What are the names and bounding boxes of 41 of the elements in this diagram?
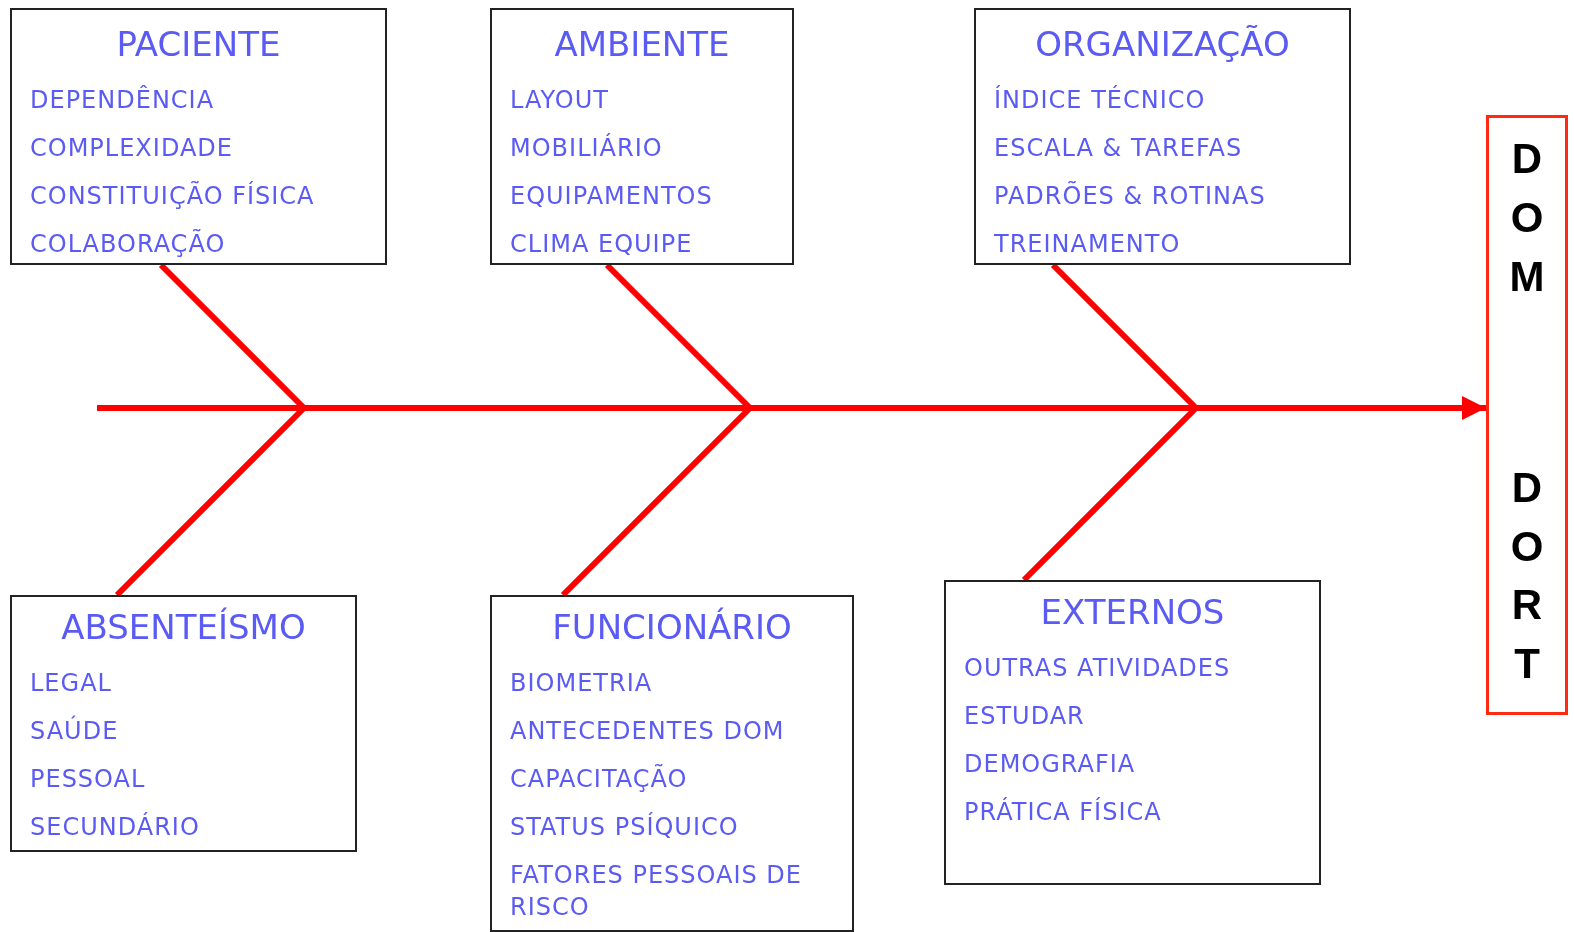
cause-item: ESCALA & TAREFAS [994,133,1244,164]
category-box [944,580,1321,885]
cause-item: LEGAL [30,668,113,699]
category-box [10,8,387,265]
cause-item: DEMOGRAFIA [964,749,1137,780]
spine-arrow [97,396,1486,420]
cause-item: TREINAMENTO [994,229,1182,260]
cause-item: LAYOUT [510,85,610,116]
cause-item: EQUIPAMENTOS [510,181,714,212]
effect-label: DORT [1509,462,1545,690]
category-box [974,8,1351,265]
cause-item: SECUNDÁRIO [30,811,201,843]
cause-item: BIOMETRIA [510,668,654,699]
cause-item: COLABORAÇÃO [30,228,227,260]
cause-item: PADRÕES & ROTINAS [994,180,1267,212]
category-title: FUNCIONÁRIO [551,607,793,647]
category-title: EXTERNOS [1039,592,1226,632]
cause-item: CONSTITUIÇÃO FÍSICA [30,180,316,212]
cause-item: COMPLEXIDADE [30,133,234,164]
cause-item: ESTUDAR [964,701,1086,732]
category-title: ORGANIZAÇÃO [1034,24,1291,64]
category-title: AMBIENTE [553,24,731,64]
cause-item: DEPENDÊNCIA [30,84,216,116]
cause-item: MOBILIÁRIO [510,132,664,164]
cause-item: PESSOAL [30,764,147,795]
cause-item: ANTECEDENTES DOM [510,716,786,747]
category-box [490,595,854,932]
category-box [490,8,794,265]
cause-item: FATORES PESSOAIS DE RISCO [510,860,803,923]
cause-item: CAPACITAÇÃO [510,763,689,795]
effect-label: DOM [1508,134,1546,302]
effect-box [1486,115,1568,715]
category-title: ABSENTEÍSMO [60,607,307,647]
cause-item: ÍNDICE TÉCNICO [994,84,1207,116]
cause-item: SAÚDE [30,715,120,747]
cause-item: STATUS PSÍQUICO [510,811,740,843]
category-box [10,595,357,852]
cause-item: CLIMA EQUIPE [510,229,694,260]
cause-item: OUTRAS ATIVIDADES [964,653,1232,684]
category-title: PACIENTE [115,24,282,64]
cause-item: PRÁTICA FÍSICA [964,796,1163,828]
